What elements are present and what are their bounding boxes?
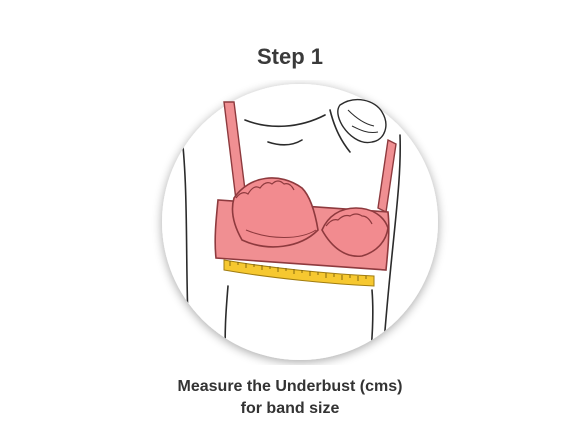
- measuring-tape-icon: [223, 259, 375, 287]
- collarbone-line: [244, 114, 326, 128]
- neck-line: [329, 109, 351, 153]
- bra-cup-left: [231, 177, 319, 248]
- instruction-caption: Measure the Underbust (cms) for band siz…: [0, 376, 580, 420]
- bra-lace-right: [325, 213, 373, 227]
- tape-ticks: [229, 261, 367, 281]
- underbust-measure-illustration: [162, 84, 438, 360]
- chest-line: [267, 139, 303, 146]
- bra-lace-left: [235, 180, 295, 199]
- caption-line-1: Measure the Underbust (cms): [177, 378, 403, 395]
- torso-right-outline: [381, 134, 402, 360]
- step-title: Step 1: [256, 44, 324, 69]
- caption-line-2: for band size: [240, 400, 340, 417]
